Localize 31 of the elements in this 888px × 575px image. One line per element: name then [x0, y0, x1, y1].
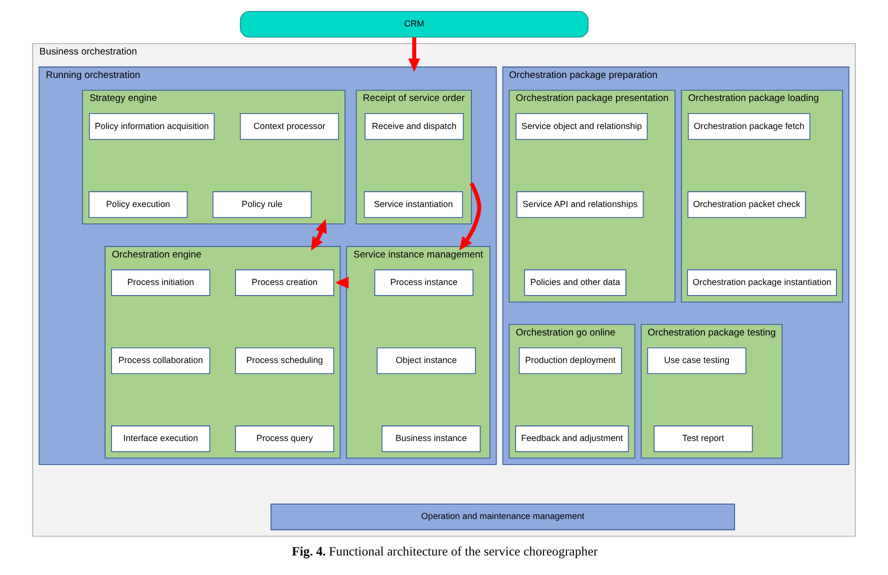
- node-box: Receive and dispatch: [364, 113, 464, 140]
- node-box: Production deployment: [518, 347, 622, 374]
- node-box: Test report: [654, 426, 753, 452]
- node-box: Use case testing: [647, 347, 746, 374]
- node-box: Orchestration packet check: [688, 191, 806, 218]
- node-box: Process scheduling: [235, 347, 334, 374]
- node-box: Business instance: [382, 426, 481, 452]
- node-box: Service instantiation: [364, 191, 463, 218]
- node-box: Process collaboration: [111, 347, 210, 374]
- node-box: Process query: [235, 426, 334, 452]
- node-box: CRM: [240, 11, 588, 38]
- node-box: Service object and relationship: [516, 113, 648, 140]
- arrow: [408, 37, 420, 72]
- node-box: Process instance: [374, 269, 474, 296]
- caption: Fig. 4. Functional architecture of the service choreographer: [292, 544, 598, 558]
- node-box: Policy execution: [88, 191, 188, 218]
- node-box: Process initiation: [111, 269, 210, 296]
- node-box: Service API and relationships: [516, 191, 644, 218]
- node-box: Context processor: [240, 113, 339, 140]
- node-box: Policy rule: [212, 191, 312, 218]
- arrow: [459, 182, 482, 250]
- node-box: Orchestration package instantiation: [687, 269, 837, 296]
- node-box: Policy information acquisition: [89, 113, 215, 140]
- arrow: [310, 219, 327, 251]
- node-box: Policies and other data: [524, 269, 626, 296]
- node-box: Feedback and adjustment: [515, 426, 629, 452]
- node-box: Orchestration package fetch: [688, 113, 810, 140]
- node-box: Object instance: [376, 347, 476, 374]
- node-box: Process creation: [235, 269, 334, 296]
- node-box: Operation and maintenance management: [270, 504, 735, 530]
- node-box: Interface execution: [111, 426, 210, 452]
